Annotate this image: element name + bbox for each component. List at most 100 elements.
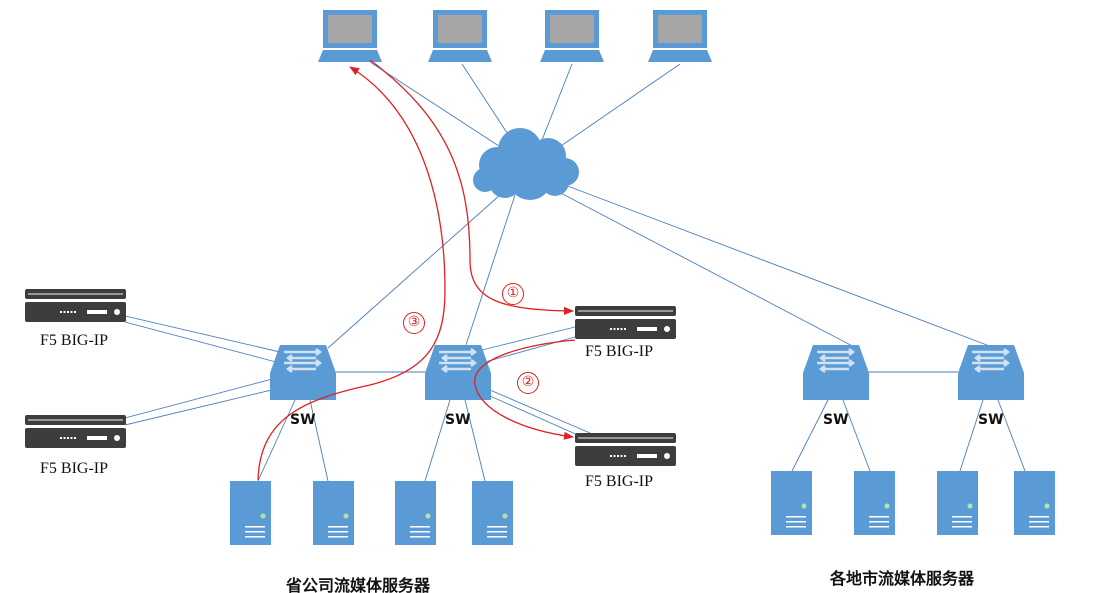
server-led xyxy=(967,503,973,509)
server-vent xyxy=(245,531,265,533)
appliance-led xyxy=(70,437,73,439)
link-sw4-server xyxy=(997,399,1026,472)
laptop-screen xyxy=(550,15,594,43)
server-vent xyxy=(487,536,507,538)
flow-path-2 xyxy=(474,339,576,440)
server-icon xyxy=(771,471,812,535)
link-cloud-sw4 xyxy=(564,184,1001,351)
switch-arrow-head xyxy=(285,354,293,362)
appliance-stripe xyxy=(28,419,123,421)
switch-icon xyxy=(803,345,869,400)
appliance-slot xyxy=(637,327,657,331)
switch-arrow-head xyxy=(1003,348,1011,356)
server-body xyxy=(230,481,271,545)
switch-arrow-head xyxy=(470,348,478,356)
server-body xyxy=(1014,471,1055,535)
f5-label-right-top: F5 BIG-IP xyxy=(585,343,654,360)
appliance-led xyxy=(70,311,73,313)
server-vent xyxy=(786,526,806,528)
f5-appliance-icon xyxy=(575,433,676,466)
server-vent xyxy=(410,526,430,528)
link-cloud-sw3 xyxy=(554,189,861,351)
server-vent xyxy=(952,516,972,518)
server-icon xyxy=(230,481,271,545)
appliance-led xyxy=(63,437,66,439)
link-laptop1-cloud xyxy=(369,61,506,151)
link-sw2-server xyxy=(464,399,486,482)
appliance-stripe xyxy=(28,293,123,295)
server-body xyxy=(472,481,513,545)
switch-label-2: SW xyxy=(445,412,471,428)
server-vent xyxy=(786,516,806,518)
server-body xyxy=(313,481,354,545)
switch-front xyxy=(270,373,336,400)
appliance-led xyxy=(613,455,616,457)
appliance-button xyxy=(114,309,120,315)
switch-arrows xyxy=(439,348,478,373)
flow-step-1: ① xyxy=(502,283,524,305)
city-servers-label: 各地市流媒体服务器 xyxy=(830,569,975,588)
flows xyxy=(257,59,576,481)
server-vent xyxy=(1029,516,1049,518)
server-vent xyxy=(1029,526,1049,528)
switch-arrow-head xyxy=(315,348,323,356)
switch-front xyxy=(803,373,869,400)
appliance-led xyxy=(67,311,69,313)
link-sw3-server xyxy=(791,399,829,472)
server-body xyxy=(937,471,978,535)
server-vent xyxy=(487,531,507,533)
laptop-icon xyxy=(428,10,492,62)
switch-front xyxy=(958,373,1024,400)
appliance-button xyxy=(114,435,120,441)
appliance-led xyxy=(624,328,626,330)
flow-step-2: ② xyxy=(517,372,539,394)
link-sw3-server xyxy=(842,399,871,472)
switch-front xyxy=(425,373,491,400)
switch-arrow-head xyxy=(848,359,856,367)
laptop-base xyxy=(428,50,492,62)
link-sw4-server xyxy=(959,399,984,472)
link-f5d-sw2 xyxy=(489,389,591,434)
server-body xyxy=(395,481,436,545)
f5-appliance-icon xyxy=(575,306,676,339)
link-f5c-sw2 xyxy=(484,336,576,363)
switch-arrow-head xyxy=(848,348,856,356)
switch-arrow-head xyxy=(818,365,826,373)
server-body xyxy=(771,471,812,535)
server-icon xyxy=(854,471,895,535)
appliance-slot xyxy=(87,310,107,314)
server-vent xyxy=(245,526,265,528)
link-cloud-sw2 xyxy=(464,194,516,349)
link-laptop4-cloud xyxy=(554,63,681,151)
appliance-led xyxy=(617,455,619,457)
server-vent xyxy=(410,536,430,538)
server-vent xyxy=(328,536,348,538)
switch-arrow-head xyxy=(315,359,323,367)
server-led xyxy=(884,503,890,509)
appliance-slot xyxy=(637,454,657,458)
f5-label-right-bottom: F5 BIG-IP xyxy=(585,473,654,490)
appliance-led xyxy=(613,328,616,330)
server-led xyxy=(1044,503,1050,509)
link-f5a-sw1 xyxy=(124,315,281,353)
server-vent xyxy=(328,526,348,528)
laptop-icon xyxy=(648,10,712,62)
appliance-led xyxy=(617,328,619,330)
server-led xyxy=(425,513,431,519)
link-sw1-server xyxy=(309,399,329,482)
server-vent xyxy=(786,521,806,523)
switch-arrows xyxy=(284,348,323,373)
switch-icon xyxy=(270,345,336,400)
provincial-servers-label: 省公司流媒体服务器 xyxy=(286,576,431,593)
server-vent xyxy=(1029,521,1049,523)
laptop-icon xyxy=(318,10,382,62)
appliance-stripe xyxy=(578,310,673,312)
server-vent xyxy=(869,521,889,523)
switch-label-3: SW xyxy=(823,412,849,428)
link-f5a-sw1 xyxy=(124,321,277,363)
laptop-screen xyxy=(438,15,482,43)
appliance-led xyxy=(620,328,623,330)
cloud-part xyxy=(489,166,521,198)
